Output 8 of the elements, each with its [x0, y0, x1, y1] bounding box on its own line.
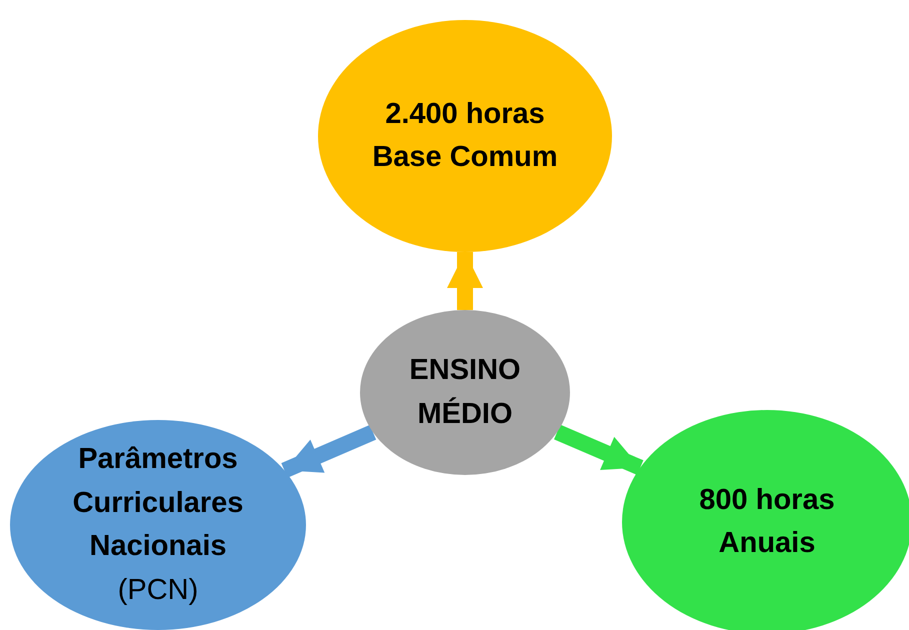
node-label: 800 horas Anuais — [698, 482, 836, 561]
block-arrow — [281, 424, 376, 478]
block-arrow — [554, 424, 644, 475]
block-arrow — [447, 252, 483, 310]
node-label: 2.400 horas Base Comum — [371, 96, 559, 175]
node-label: Parâmetros Curriculares Nacionais — [72, 442, 244, 564]
node-label: ENSINO MÉDIO — [408, 353, 522, 432]
abbreviation-label: (PCN) — [118, 572, 198, 608]
